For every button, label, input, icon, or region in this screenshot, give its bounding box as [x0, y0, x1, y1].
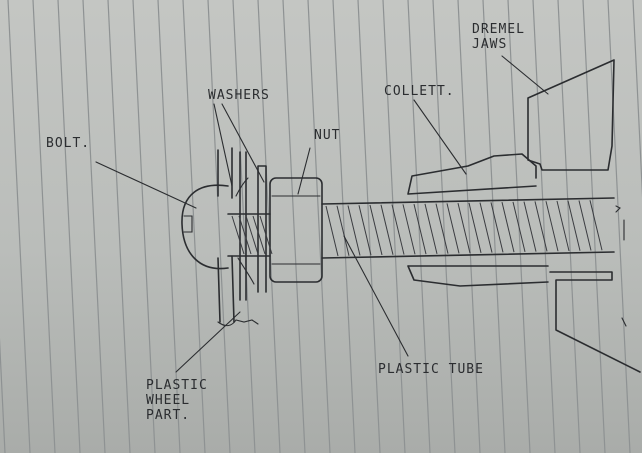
ruling-line — [482, 0, 506, 453]
hatch-line — [231, 215, 245, 255]
washer-2 — [257, 165, 267, 293]
ruling-line — [582, 0, 606, 453]
hatch-line — [446, 203, 460, 254]
ruling-line — [532, 0, 556, 453]
ruling-line — [232, 0, 256, 453]
label-dremel-jaws: DREMEL JAWS — [472, 22, 525, 52]
ruling-line — [207, 0, 231, 453]
collett-upper — [407, 153, 537, 195]
hatch-line — [490, 202, 504, 253]
washer-1 — [239, 151, 247, 301]
ruling-line — [607, 0, 631, 453]
leader-collett — [413, 99, 467, 175]
hatch-line — [534, 201, 548, 252]
leader-bolt — [95, 161, 197, 209]
hatch-line — [238, 215, 252, 255]
hatch-line — [457, 202, 471, 254]
nut — [269, 177, 323, 283]
leader-dremel-jaws — [501, 55, 549, 95]
hatch-line — [336, 205, 350, 256]
hatch-line — [369, 204, 383, 256]
leader-plastic-tube — [343, 235, 409, 357]
ruling-line — [82, 0, 106, 453]
hatch-line — [402, 204, 416, 255]
hatch-line — [252, 215, 266, 255]
ruling-line — [182, 0, 206, 453]
hatch-line — [567, 200, 581, 251]
ruling-line — [332, 0, 356, 453]
ruling-line — [557, 0, 581, 453]
ruling-line — [57, 0, 81, 453]
ruling-line — [107, 0, 131, 453]
hatch-line — [435, 203, 449, 254]
hatch-line — [380, 204, 394, 255]
hatch-line — [391, 204, 405, 255]
hatch-line — [578, 200, 592, 251]
hatch-line — [424, 203, 438, 254]
ruling-line — [432, 0, 456, 453]
ruling-line — [357, 0, 381, 453]
plastic-wheel-part — [217, 147, 235, 323]
hatch-line — [512, 201, 526, 253]
leader-wheel-part — [175, 311, 241, 373]
bolt-head — [181, 184, 229, 270]
hatch-line — [556, 200, 570, 252]
hatch-line — [347, 205, 361, 256]
label-plastic-wheel-part: PLASTIC WHEEL PART. — [146, 378, 208, 423]
dremel-jaws-lower — [549, 271, 641, 373]
ruling-line — [7, 0, 31, 453]
hatch-line — [259, 215, 273, 255]
ruling-line — [0, 337, 6, 453]
hatch-line — [245, 215, 259, 255]
hatch-line — [358, 205, 372, 256]
bolt-slot — [183, 215, 193, 233]
label-nut: NUT — [314, 128, 341, 143]
hatch-line — [325, 205, 339, 257]
collett-lower — [407, 265, 549, 287]
hatch-line — [413, 203, 427, 255]
ruling-line — [32, 0, 56, 453]
hatch-line — [479, 202, 493, 253]
ruling-line — [307, 0, 331, 453]
ruling-line — [157, 0, 181, 453]
label-collett: COLLETT. — [384, 84, 455, 99]
hatch-line — [501, 202, 515, 253]
label-plastic-tube: PLASTIC TUBE — [378, 362, 484, 377]
plastic-tube — [321, 197, 615, 259]
label-bolt: BOLT. — [46, 136, 91, 151]
hatch-line — [589, 200, 603, 251]
leader-washers — [213, 103, 265, 187]
leader-nut — [297, 147, 311, 195]
ruling-line — [282, 0, 306, 453]
bolt-shank — [227, 213, 271, 257]
ruling-line — [457, 0, 481, 453]
label-washers: WASHERS — [208, 88, 270, 103]
ruling-line — [382, 0, 406, 453]
hatch-line — [523, 201, 537, 252]
hatch-line — [468, 202, 482, 253]
ruling-line — [132, 0, 156, 453]
hatch-line — [545, 201, 559, 252]
dremel-jaws-upper — [527, 59, 615, 171]
ruling-line — [632, 0, 642, 198]
ruling-line — [257, 0, 281, 453]
